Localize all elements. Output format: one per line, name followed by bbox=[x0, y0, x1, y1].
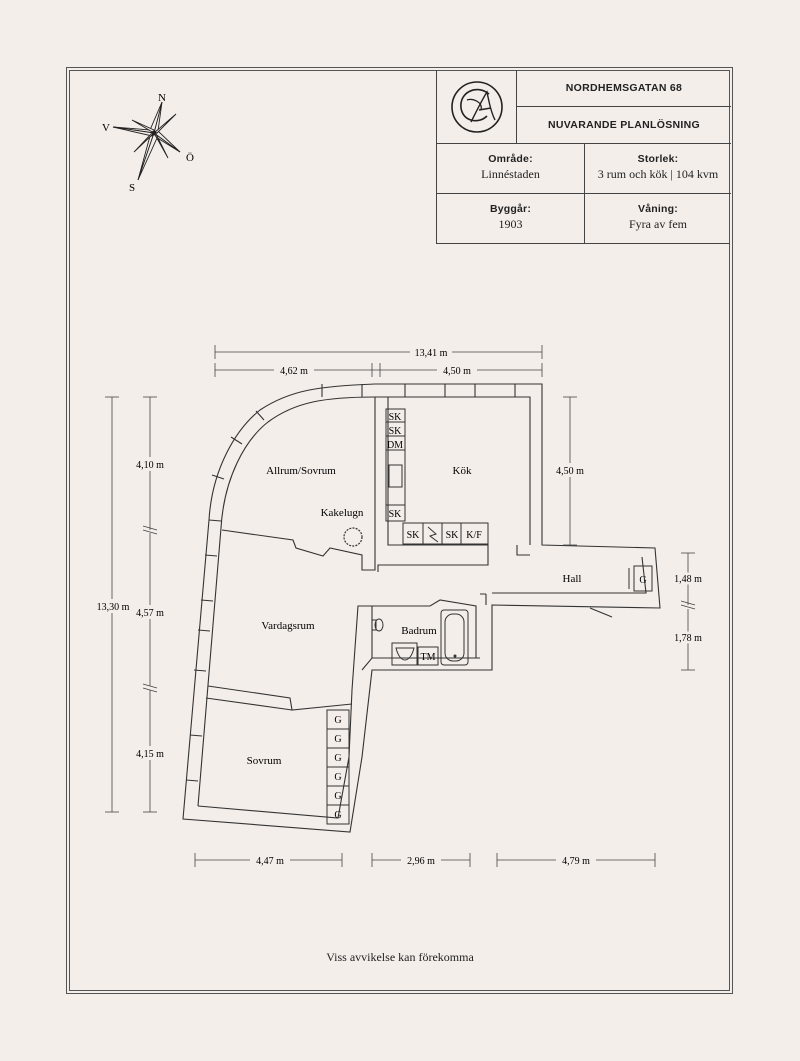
hall-wardrobe bbox=[628, 565, 653, 592]
fixture-tm: TM bbox=[421, 652, 436, 663]
room-label-kok: Kök bbox=[453, 465, 472, 477]
bedroom-wardrobes bbox=[326, 709, 350, 825]
fixture-g-2: G bbox=[334, 734, 341, 745]
room-label-badrum: Badrum bbox=[401, 625, 437, 637]
size-cell: Storlek: 3 rum och kök | 104 kvm bbox=[585, 144, 731, 194]
room-label-kakelugn: Kakelugn bbox=[321, 507, 364, 519]
fixture-sk-2: SK bbox=[389, 426, 403, 437]
fixture-sk-3: SK bbox=[389, 509, 403, 520]
plan-title: NUVARANDE PLANLÖSNING bbox=[517, 107, 731, 144]
kitchen-counter bbox=[385, 408, 489, 545]
walls bbox=[182, 383, 661, 833]
title-block: NORDHEMSGATAN 68 NUVARANDE PLANLÖSNING O… bbox=[436, 70, 731, 244]
dim-total-width: 13,41 m bbox=[415, 348, 448, 359]
dimension-label-backgrounds bbox=[96, 345, 596, 867]
compass-north: N bbox=[158, 92, 166, 104]
outer-frame bbox=[66, 67, 733, 994]
dim-bottom-right: 4,79 m bbox=[562, 856, 590, 867]
area-label: Område: bbox=[488, 153, 533, 165]
fixture-dm: DM bbox=[387, 440, 403, 451]
dim-top-left: 4,62 m bbox=[280, 366, 308, 377]
size-value: 3 rum och kök | 104 kvm bbox=[597, 167, 719, 181]
compass-south: S bbox=[129, 182, 135, 194]
dim-hall-right: 1,48 m bbox=[674, 574, 702, 585]
dim-left-lower: 4,15 m bbox=[136, 749, 164, 760]
inner-frame bbox=[69, 70, 730, 991]
fixture-g-5: G bbox=[334, 791, 341, 802]
room-label-vardagsrum: Vardagsrum bbox=[261, 620, 315, 632]
room-label-allrum: Allrum/Sovrum bbox=[266, 465, 336, 477]
dim-left-upper: 4,10 m bbox=[136, 460, 164, 471]
area-value: Linnéstaden bbox=[481, 167, 540, 181]
dim-bottom-left: 4,47 m bbox=[256, 856, 284, 867]
address-title: NORDHEMSGATAN 68 bbox=[517, 70, 731, 107]
area-cell: Område: Linnéstaden bbox=[437, 144, 585, 194]
logo-cell bbox=[437, 70, 517, 144]
compass-west: V bbox=[102, 122, 110, 134]
dim-left-total: 13,30 m bbox=[97, 602, 130, 613]
dim-bottom-mid: 2,96 m bbox=[407, 856, 435, 867]
disclaimer-text: Viss avvikelse kan förekomma bbox=[326, 950, 474, 964]
monogram-logo bbox=[451, 81, 503, 133]
fixture-g-hall: G bbox=[639, 575, 646, 586]
dim-top-mid: 4,50 m bbox=[443, 366, 471, 377]
fixture-kf: K/F bbox=[466, 530, 482, 541]
fixture-g-1: G bbox=[334, 715, 341, 726]
fixture-g-4: G bbox=[334, 772, 341, 783]
bathroom-fixtures bbox=[371, 609, 469, 666]
fixture-sk-1: SK bbox=[389, 412, 403, 423]
floor-value: Fyra av fem bbox=[629, 217, 687, 231]
floor-cell: Våning: Fyra av fem bbox=[585, 194, 731, 243]
built-value: 1903 bbox=[498, 217, 523, 231]
built-cell: Byggår: 1903 bbox=[437, 194, 585, 243]
fixture-g-6: G bbox=[334, 810, 341, 821]
built-label: Byggår: bbox=[489, 203, 532, 215]
fixture-sk-5: SK bbox=[446, 530, 460, 541]
dim-left-mid: 4,57 m bbox=[136, 608, 164, 619]
dim-right-lower: 1,78 m bbox=[674, 633, 702, 644]
compass-rose-icon bbox=[112, 101, 181, 181]
compass-east: Ö bbox=[186, 152, 194, 164]
fixture-sk-4: SK bbox=[407, 530, 421, 541]
dim-kitchen-right: 4,50 m bbox=[556, 466, 584, 477]
room-label-hall: Hall bbox=[563, 573, 582, 585]
room-label-sovrum: Sovrum bbox=[247, 755, 282, 767]
tiled-stove-icon bbox=[343, 527, 363, 547]
fixture-g-3: G bbox=[334, 753, 341, 764]
floor-label: Våning: bbox=[638, 203, 678, 215]
size-label: Storlek: bbox=[637, 153, 679, 165]
